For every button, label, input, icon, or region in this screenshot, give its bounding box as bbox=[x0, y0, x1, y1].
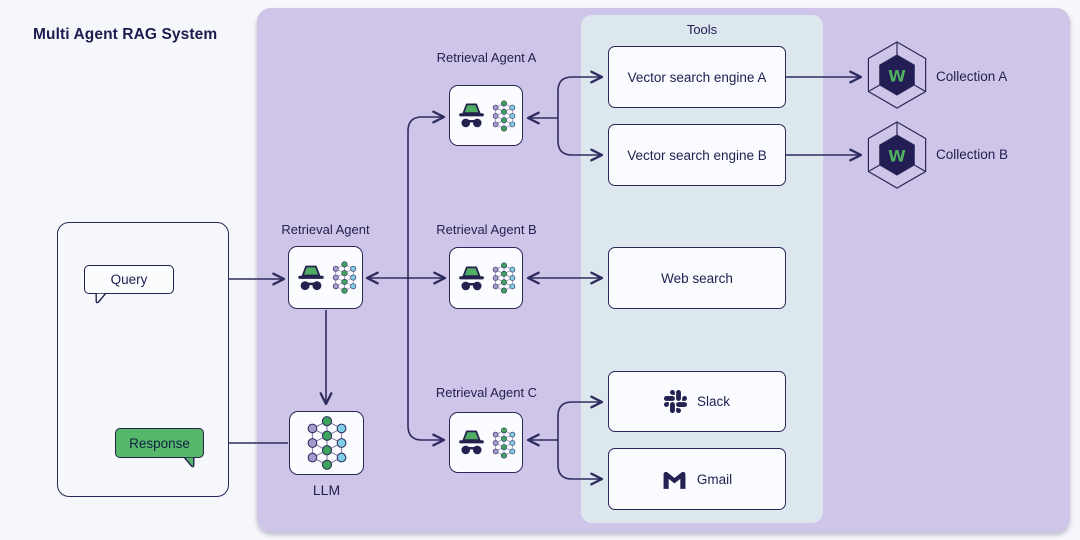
weaviate-collection-icon bbox=[857, 35, 937, 115]
tools-panel-title: Tools bbox=[686, 22, 718, 37]
tool-web-search: Web search bbox=[608, 247, 786, 309]
tool-vector-search-a: Vector search engine A bbox=[608, 46, 786, 108]
tool-vse-a-label: Vector search engine A bbox=[627, 69, 767, 85]
llm-node bbox=[289, 411, 364, 475]
collection-a-label: Collection A bbox=[936, 69, 1008, 84]
query-label: Query bbox=[110, 272, 148, 287]
incognito-agent-icon bbox=[295, 264, 327, 292]
query-bubble-tail bbox=[94, 293, 107, 304]
agent-a-label: Retrieval Agent A bbox=[436, 50, 537, 65]
response-bubble: Response bbox=[115, 428, 204, 468]
tool-slack-label: Slack bbox=[696, 394, 730, 409]
tool-gmail: Gmail bbox=[608, 448, 786, 510]
orchestrator-label: Retrieval Agent bbox=[281, 222, 370, 237]
neural-network-icon bbox=[332, 261, 357, 294]
incognito-agent-icon bbox=[456, 102, 487, 129]
agent-a-node bbox=[449, 85, 523, 146]
orchestrator-node bbox=[288, 246, 363, 309]
response-bubble-tail bbox=[183, 457, 196, 468]
llm-label: LLM bbox=[312, 482, 341, 498]
incognito-agent-icon bbox=[456, 265, 487, 292]
agent-b-node bbox=[449, 247, 523, 309]
tool-vse-b-label: Vector search engine B bbox=[627, 147, 767, 163]
slack-icon bbox=[664, 390, 687, 413]
agent-b-label: Retrieval Agent B bbox=[436, 222, 537, 237]
tool-slack: Slack bbox=[608, 371, 786, 432]
neural-network-icon bbox=[492, 427, 516, 459]
neural-network-icon bbox=[492, 262, 516, 294]
tool-vector-search-b: Vector search engine B bbox=[608, 124, 786, 186]
neural-network-icon bbox=[306, 416, 348, 470]
query-bubble: Query bbox=[84, 265, 174, 304]
agent-c-node bbox=[449, 412, 523, 473]
weaviate-collection-icon bbox=[857, 115, 937, 195]
tool-web-label: Web search bbox=[661, 270, 733, 286]
agent-c-label: Retrieval Agent C bbox=[435, 385, 538, 400]
response-label: Response bbox=[129, 435, 190, 451]
neural-network-icon bbox=[492, 100, 516, 132]
diagram-title: Multi Agent RAG System bbox=[33, 26, 218, 43]
gmail-icon bbox=[662, 469, 687, 490]
tool-gmail-label: Gmail bbox=[696, 471, 733, 487]
incognito-agent-icon bbox=[456, 429, 487, 456]
collection-b-label: Collection B bbox=[936, 147, 1009, 162]
